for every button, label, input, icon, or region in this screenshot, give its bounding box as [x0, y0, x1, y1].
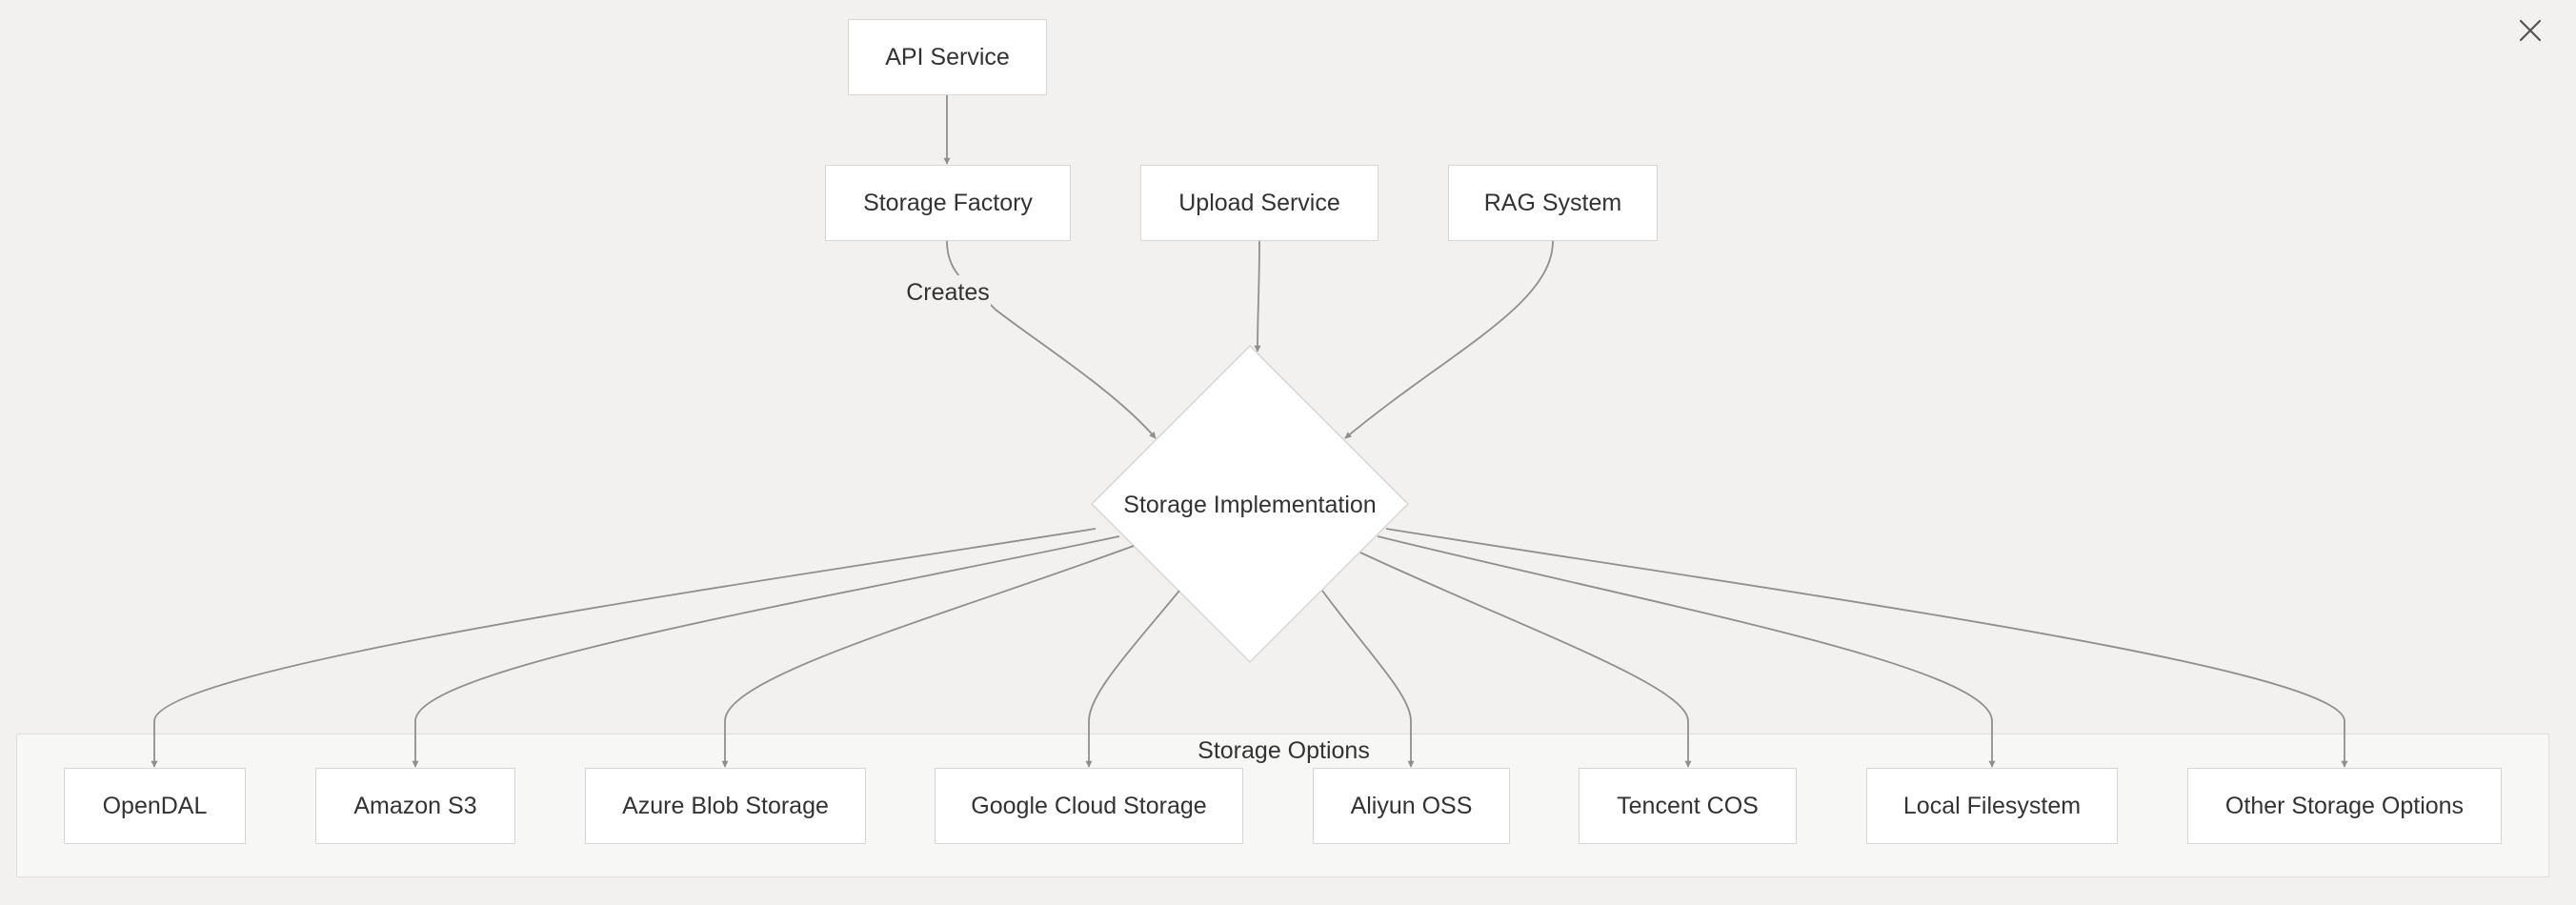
edge-to-amazon-s3	[412, 535, 1120, 768]
storage-option-local-filesystem: Local Filesystem	[1866, 768, 2118, 844]
edge-factory-to-implementation	[946, 240, 1157, 439]
storage-option-other: Other Storage Options	[2187, 768, 2502, 844]
storage-option-amazon-s3: Amazon S3	[315, 768, 515, 844]
node-upload-service: Upload Service	[1140, 165, 1379, 241]
storage-options-group-title: Storage Options	[1197, 736, 1370, 764]
storage-option-azure-blob: Azure Blob Storage	[585, 768, 866, 844]
storage-implementation-label: Storage Implementation	[1123, 491, 1377, 518]
storage-option-tencent-cos: Tencent COS	[1579, 768, 1797, 844]
edge-to-tencent-cos	[1359, 552, 1692, 768]
close-icon	[2519, 19, 2542, 42]
edge-label-creates: Creates	[905, 275, 991, 310]
storage-option-aliyun-oss: Aliyun OSS	[1313, 768, 1510, 844]
storage-option-opendal: OpenDAL	[64, 768, 246, 844]
edge-to-local-filesystem	[1377, 535, 1996, 768]
edge-to-aliyun-oss	[1321, 590, 1415, 768]
edge-to-opendal	[151, 528, 1097, 768]
node-storage-factory: Storage Factory	[825, 165, 1071, 241]
storage-implementation-diamond	[1090, 344, 1410, 664]
edge-to-azure-blob	[721, 545, 1135, 768]
edge-upload-to-implementation	[1254, 240, 1261, 352]
node-rag-system: RAG System	[1448, 165, 1658, 241]
close-button[interactable]	[2515, 15, 2546, 46]
edge-rag-to-implementation	[1344, 240, 1554, 439]
edge-to-google-cloud	[1085, 590, 1180, 768]
node-api-service: API Service	[848, 19, 1047, 95]
storage-option-google-cloud: Google Cloud Storage	[935, 768, 1243, 844]
edge-to-other-storage	[1385, 528, 2348, 768]
